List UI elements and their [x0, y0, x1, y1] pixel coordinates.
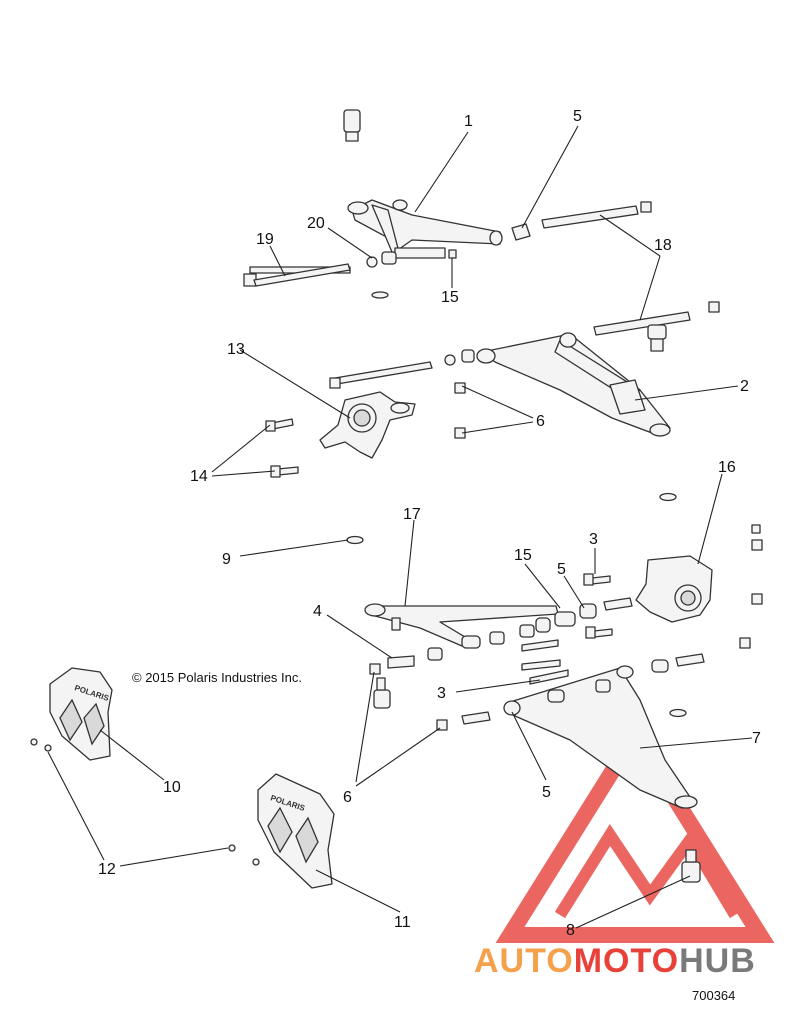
callout-7: 7	[752, 730, 761, 747]
callout-3-upper: 3	[589, 531, 598, 548]
watermark-auto: AUTO	[474, 942, 574, 980]
callout-2: 2	[740, 378, 749, 395]
nut-r3	[739, 637, 751, 649]
ball-joint-rear	[373, 677, 391, 709]
callout-17: 17	[403, 506, 421, 523]
upper-ball-joint	[343, 109, 361, 142]
nut-18-upper	[640, 201, 652, 213]
bushing-lower	[461, 349, 475, 363]
screw-12a	[30, 738, 38, 746]
bushing-17a	[461, 635, 481, 649]
lower-a-arm-2	[476, 332, 671, 437]
bolt-14b	[277, 466, 299, 476]
callout-4: 4	[313, 603, 322, 620]
bolt-lower-a	[521, 639, 559, 652]
washer-20	[366, 256, 378, 268]
callout-14: 14	[190, 468, 208, 485]
bushing-17e	[554, 611, 576, 627]
knuckle-16	[635, 555, 713, 623]
callout-6-lower: 6	[343, 789, 352, 806]
leader-lines	[47, 125, 753, 929]
nut-6d	[369, 663, 381, 675]
copyright-notice: © 2015 Polaris Industries Inc.	[132, 670, 302, 685]
bolt-mid-head	[585, 626, 596, 639]
lower-arm-7	[503, 665, 698, 809]
bushing-17b	[489, 631, 505, 645]
bushing-5-upper	[511, 223, 531, 241]
bushing-7a	[547, 689, 565, 703]
callout-16: 16	[718, 459, 736, 476]
ring-7	[669, 708, 687, 718]
watermark-text: AUTOMOTOHUB	[474, 942, 756, 980]
callout-19: 19	[256, 231, 274, 248]
bolt-head-lower	[329, 377, 341, 389]
watermark-hub: HUB	[679, 942, 756, 980]
spindle-13	[319, 391, 416, 459]
bolt-mid	[593, 628, 613, 638]
shaft-18-upper	[541, 205, 639, 229]
callout-12: 12	[98, 861, 116, 878]
callout-6-upper: 6	[536, 413, 545, 430]
screw-12c	[228, 844, 236, 852]
diagram-id: 700364	[692, 988, 735, 1003]
callout-5-top: 5	[573, 108, 582, 125]
callout-8: 8	[566, 922, 575, 939]
bushing-7b	[595, 679, 611, 693]
screw-12d	[252, 858, 260, 866]
callout-9: 9	[222, 551, 231, 568]
callout-20: 20	[307, 215, 325, 232]
nut-r0	[751, 524, 761, 534]
spacer-7	[675, 653, 705, 667]
watermark-moto: MOTO	[574, 942, 679, 980]
nut-18-lower	[708, 301, 720, 313]
bushing-4	[427, 647, 443, 661]
pivot-bolt-lower	[334, 361, 433, 385]
callout-13: 13	[227, 341, 245, 358]
bolt-3a	[591, 575, 611, 585]
o-ring-upper	[371, 291, 389, 299]
nut-r2	[751, 593, 763, 605]
lower-ball-joint	[647, 324, 667, 352]
spacer-6	[461, 711, 491, 725]
callout-1: 1	[464, 113, 473, 130]
upper-a-arm	[347, 199, 503, 259]
ring-16	[659, 492, 677, 502]
pivot-bolt-19	[243, 263, 351, 287]
skid-guard-10	[49, 667, 113, 761]
skid-guard-11	[257, 773, 335, 889]
bushing-17c	[519, 624, 535, 638]
nut-6c	[436, 719, 448, 731]
callout-10: 10	[163, 779, 181, 796]
callout-15-upper: 15	[441, 289, 459, 306]
bolt-lower-b	[521, 659, 561, 671]
bushing-7c	[651, 659, 669, 673]
callout-11: 11	[394, 914, 411, 931]
shaft-18-lower	[593, 311, 691, 336]
nut-r1	[751, 539, 763, 551]
spacer-4	[387, 655, 415, 669]
bolt-3a-head	[583, 573, 594, 586]
callout-18-upper: 18	[654, 237, 672, 254]
bolt-3b	[529, 669, 569, 685]
ring-9	[346, 535, 364, 545]
washer-lower	[444, 354, 456, 366]
screw-12b	[44, 744, 52, 752]
grease-fitting-15a	[448, 249, 457, 259]
callout-3-lower: 3	[437, 685, 446, 702]
bolt-14a-head	[265, 420, 276, 432]
callout-5-bottom: 5	[542, 784, 551, 801]
watermark-triangle	[495, 719, 775, 943]
callout-15-lower: 15	[514, 547, 532, 564]
callout-5-mid: 5	[557, 561, 566, 578]
spacer-mid	[603, 597, 633, 611]
bushing-17d	[535, 617, 551, 633]
nut-6a	[454, 382, 466, 394]
bushing-20	[381, 251, 397, 265]
